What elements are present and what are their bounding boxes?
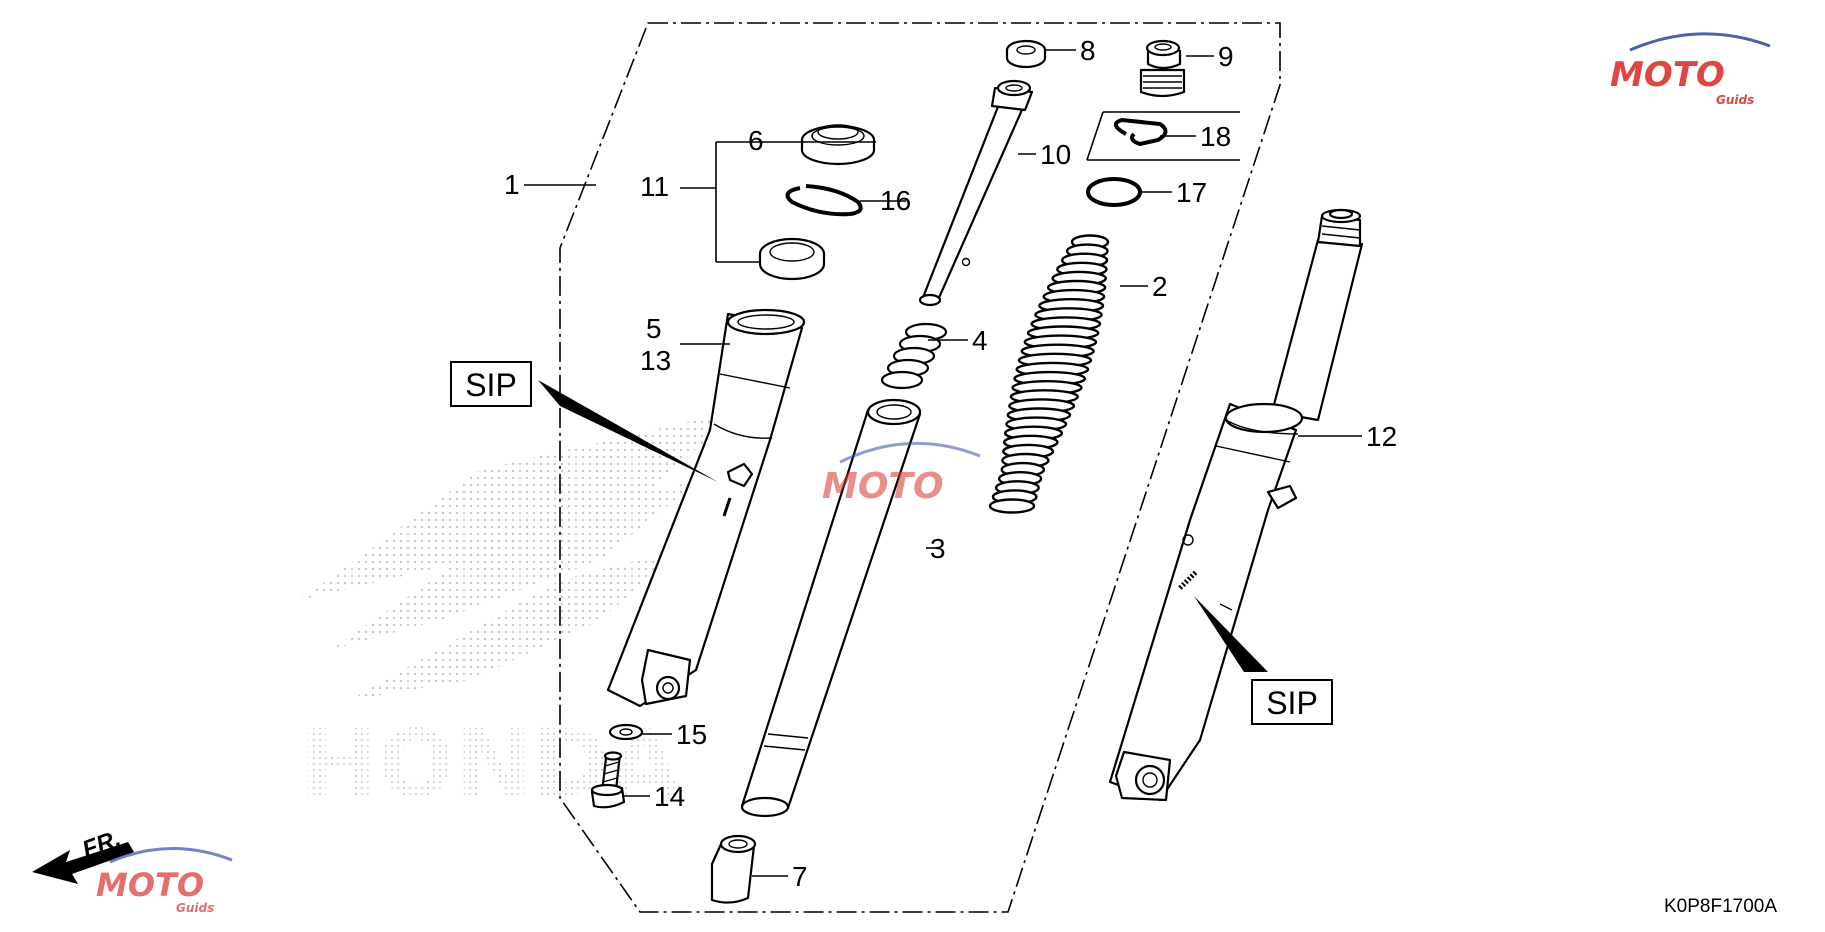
- label-part-17: 17: [1176, 177, 1207, 208]
- part-14-socket-bolt: [590, 751, 626, 809]
- front-arrow-icon: [32, 842, 134, 884]
- assembly-boundary-outline: [559, 22, 1281, 913]
- label-part-5: 5: [646, 313, 662, 344]
- part-4-rebound-spring: [880, 322, 948, 390]
- watermark-logo-subtext: Guids: [176, 901, 214, 915]
- part-17-o-ring: [1086, 177, 1142, 207]
- label-part-11: 11: [640, 171, 669, 202]
- part-18-bracket: [1086, 111, 1240, 161]
- part-7-oil-lock-piece: [710, 834, 757, 904]
- sip-label-right: SIP: [1266, 685, 1318, 721]
- part-11-dust-seal: [758, 237, 826, 281]
- part-2-fork-spring: [988, 234, 1110, 514]
- part-18-clip: [1114, 117, 1168, 147]
- part-9-cap-bolt: [1139, 39, 1186, 98]
- label-part-6: 6: [748, 125, 764, 156]
- label-part-8: 8: [1080, 35, 1096, 66]
- part-5-fork-slider: [606, 308, 806, 708]
- label-part-1: 1: [504, 169, 520, 200]
- label-part-12: 12: [1366, 421, 1397, 452]
- watermark-logo-text: MOTO: [1610, 55, 1725, 95]
- part-number-labels: 1 2 3 4 5 6 7 8 9 10 11 12 13 14 15 16 1…: [504, 35, 1397, 892]
- watermark-logo-bottom-left: MOTO Guids: [96, 847, 233, 915]
- watermark-logo-center: MOTO: [822, 441, 981, 507]
- part-16-retaining-clip: [785, 184, 863, 217]
- watermark-logo-text: MOTO: [96, 866, 204, 904]
- label-part-15: 15: [676, 719, 707, 750]
- sip-label-left: SIP: [465, 367, 517, 403]
- label-part-13: 13: [640, 345, 671, 376]
- label-part-2: 2: [1152, 271, 1168, 302]
- label-part-9: 9: [1218, 41, 1234, 72]
- watermark-logo-subtext: Guids: [1716, 93, 1754, 107]
- spring-coil: [988, 498, 1036, 514]
- watermark-logo-top-right: MOTO Guids: [1610, 32, 1771, 107]
- label-part-7: 7: [792, 861, 808, 892]
- leader-lines: [524, 49, 1362, 877]
- part-3-fork-tube: [740, 398, 922, 818]
- part-12-fork-assembly: [1108, 208, 1364, 802]
- label-part-18: 18: [1200, 121, 1231, 152]
- part-15-sealing-washer: [608, 723, 644, 741]
- label-part-16: 16: [880, 185, 911, 216]
- diagram-code: K0P8F1700A: [1664, 896, 1777, 917]
- sip-callout-left: SIP: [450, 361, 718, 482]
- part-10-damper-rod: [918, 79, 1034, 307]
- label-part-10: 10: [1040, 139, 1071, 170]
- part-8-ring: [1005, 39, 1047, 69]
- sip-callout-right: SIP: [1194, 596, 1333, 725]
- label-part-4: 4: [972, 325, 988, 356]
- label-part-3: 3: [930, 533, 946, 564]
- part-6-oil-seal: [800, 124, 876, 166]
- watermark-logo-text: MOTO: [822, 466, 944, 507]
- label-part-14: 14: [654, 781, 685, 812]
